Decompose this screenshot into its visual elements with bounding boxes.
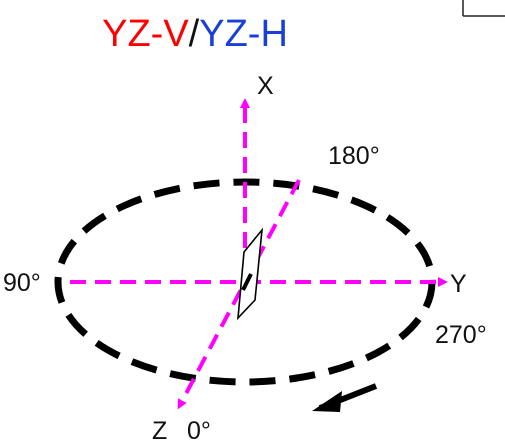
angle-180-label: 180° [328,142,380,170]
title-vertical: YZ-V [102,13,189,55]
antenna-center-mark [241,273,253,291]
z-axis-label: Z [152,417,167,441]
rotation-arrow-head [312,391,342,412]
x-axis-label: X [257,72,274,100]
angle-270-label: 270° [435,321,487,349]
angle-0-label: 0° [187,417,211,441]
diagram-title: YZ-V/YZ-H [102,13,288,55]
frame-corner [462,0,505,17]
angle-90-label: 90° [3,269,41,297]
title-separator: / [189,13,200,55]
y-axis-label: Y [450,270,467,298]
z-axis [177,179,301,410]
title-horizontal: YZ-H [199,13,288,55]
